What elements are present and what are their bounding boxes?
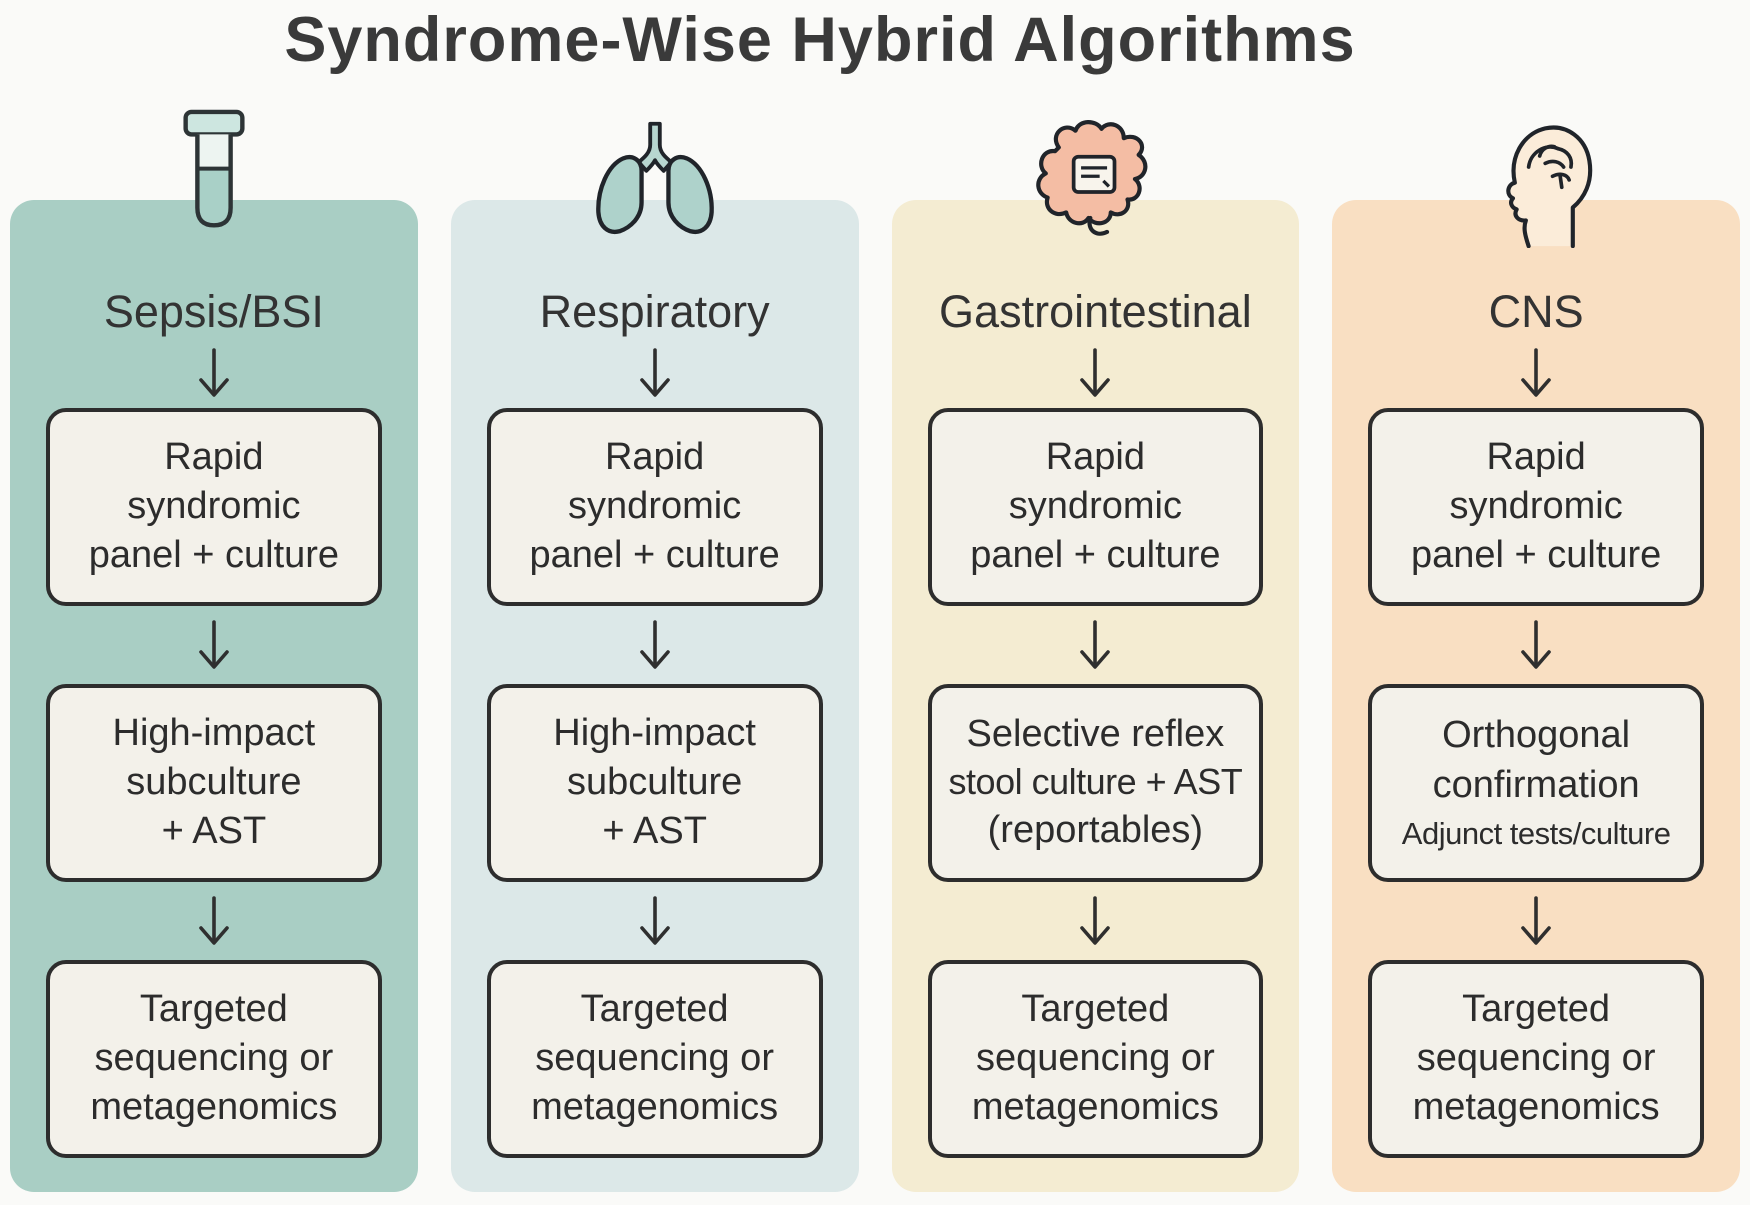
box-line: (reportables): [987, 809, 1204, 852]
box-line: High-impact: [553, 711, 756, 754]
box-line: + AST: [602, 810, 707, 853]
box-line: Orthogonal: [1442, 714, 1631, 757]
box-line: metagenomics: [971, 1086, 1219, 1129]
step-box: Targeted sequencing or metagenomics: [927, 959, 1264, 1158]
box-line: panel + culture: [529, 534, 780, 577]
column-sepsis-bsi: Sepsis/BSI Rapid syndromic panel + cultu…: [10, 108, 418, 1192]
down-arrow-icon: [639, 347, 670, 397]
step-box: Targeted sequencing or metagenomics: [46, 959, 382, 1158]
gastrointestinal-card: Gastrointestinal Rapid syndromic panel +…: [891, 200, 1300, 1192]
box-line: stool culture + AST: [948, 761, 1243, 803]
box-line: subculture: [126, 761, 302, 804]
down-arrow-icon: [639, 619, 670, 669]
box-line: Targeted: [1462, 987, 1611, 1030]
box-line: Rapid: [1486, 435, 1586, 478]
step-box: Rapid syndromic panel + culture: [486, 407, 823, 606]
down-arrow-icon: [1521, 347, 1551, 397]
box-line: syndromic: [1449, 485, 1623, 528]
down-arrow-icon: [1521, 895, 1551, 945]
box-line: Targeted: [139, 987, 288, 1030]
box-line: metagenomics: [1412, 1086, 1660, 1129]
step-box: Selective reflex stool culture + AST (re…: [927, 683, 1264, 882]
step-box: Rapid syndromic panel + culture: [46, 407, 382, 606]
step-box: Targeted sequencing or metagenomics: [1368, 959, 1704, 1158]
box-subline: Adjunct tests/culture: [1401, 815, 1671, 851]
lungs-icon: [595, 121, 714, 235]
down-arrow-icon: [199, 619, 229, 669]
column-title: Sepsis/BSI: [103, 286, 324, 337]
column-title: Gastrointestinal: [939, 286, 1252, 337]
box-line: Rapid: [164, 435, 264, 478]
column-gastrointestinal: Gastrointestinal Rapid syndromic panel +…: [891, 108, 1300, 1192]
box-line: sequencing or: [535, 1037, 774, 1080]
box-line: Targeted: [1021, 987, 1170, 1030]
box-line: Selective reflex: [966, 712, 1225, 755]
cns-card: CNS Rapid syndromic panel + culture Orth…: [1332, 200, 1740, 1192]
column-title: Respiratory: [539, 286, 770, 337]
box-line: metagenomics: [90, 1086, 338, 1129]
test-tube-icon: [183, 109, 245, 228]
box-line: panel + culture: [1410, 534, 1662, 577]
column-respiratory: Respiratory Rapid syndromic panel + cult…: [450, 108, 859, 1192]
box-line: syndromic: [568, 485, 742, 528]
page-title: Syndrome-Wise Hybrid Algorithms: [284, 5, 1356, 75]
down-arrow-icon: [199, 347, 229, 397]
box-line: Rapid: [604, 435, 705, 478]
respiratory-card: Respiratory Rapid syndromic panel + cult…: [450, 200, 859, 1192]
step-box: Rapid syndromic panel + culture: [927, 407, 1264, 606]
box-line: + AST: [161, 810, 267, 853]
down-arrow-icon: [1080, 619, 1111, 669]
column-title: CNS: [1488, 286, 1584, 337]
step-box: Targeted sequencing or metagenomics: [486, 959, 823, 1158]
box-line: Targeted: [580, 987, 729, 1030]
down-arrow-icon: [199, 895, 229, 945]
step-box: High-impact subculture + AST: [46, 683, 382, 882]
brain-head-icon: [1506, 125, 1593, 248]
step-box: Rapid syndromic panel + culture: [1368, 407, 1704, 606]
box-line: panel + culture: [970, 534, 1221, 577]
box-line: sequencing or: [94, 1037, 334, 1080]
box-line: syndromic: [127, 485, 301, 528]
down-arrow-icon: [1521, 619, 1551, 669]
box-line: subculture: [566, 761, 743, 804]
sepsis-card: Sepsis/BSI Rapid syndromic panel + cultu…: [10, 200, 418, 1192]
box-line: sequencing or: [1416, 1037, 1656, 1080]
box-line: confirmation: [1432, 763, 1640, 806]
box-line: sequencing or: [976, 1037, 1215, 1080]
box-line: panel + culture: [88, 534, 340, 577]
columns-row: Sepsis/BSI Rapid syndromic panel + cultu…: [10, 108, 1740, 1192]
step-box: Orthogonal confirmation Adjunct tests/cu…: [1368, 683, 1704, 882]
box-line: High-impact: [112, 711, 316, 754]
intestines-icon: [1036, 120, 1148, 236]
step-box: High-impact subculture + AST: [486, 683, 823, 882]
down-arrow-icon: [639, 895, 670, 945]
box-line: syndromic: [1008, 485, 1182, 528]
down-arrow-icon: [1080, 347, 1111, 397]
box-line: metagenomics: [531, 1086, 779, 1129]
box-line: Rapid: [1045, 435, 1146, 478]
down-arrow-icon: [1080, 895, 1111, 945]
column-cns: CNS Rapid syndromic panel + culture Orth…: [1332, 108, 1740, 1192]
